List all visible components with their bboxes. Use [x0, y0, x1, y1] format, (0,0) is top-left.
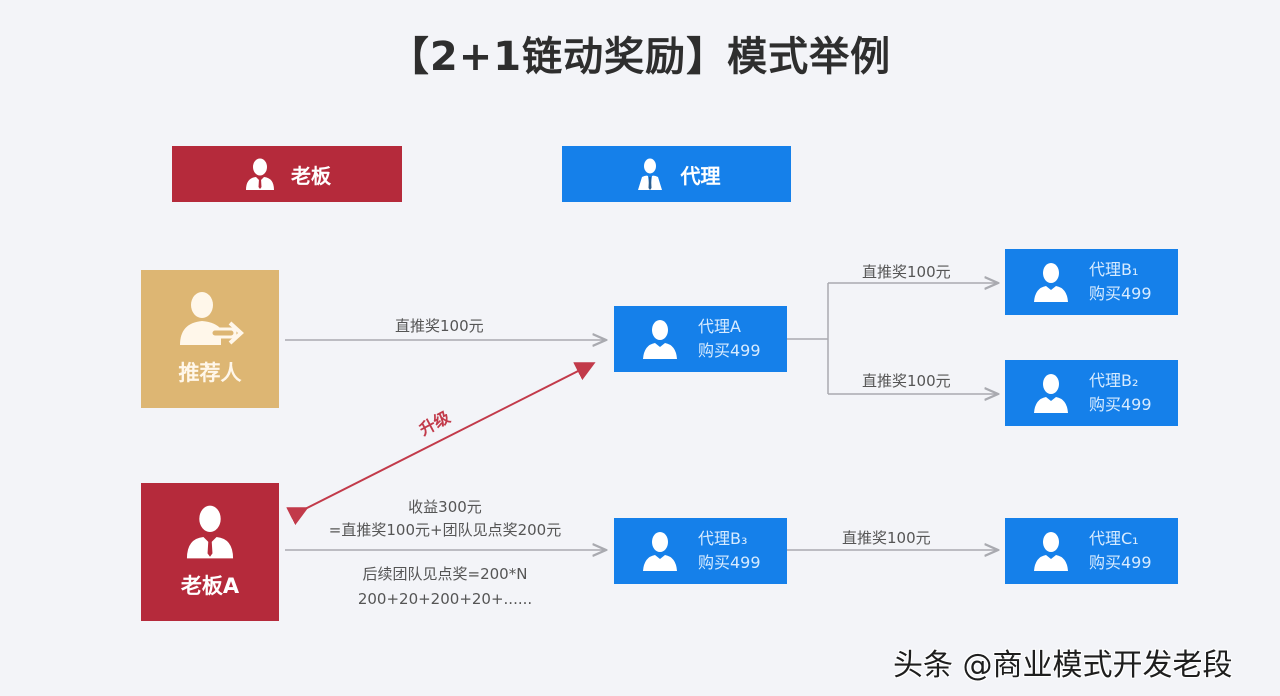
legend-agent: 代理 — [562, 146, 791, 202]
agent-purchase: 购买499 — [1089, 395, 1152, 414]
user-icon — [1034, 263, 1068, 302]
edge-label-a-to-b2: 直推奖100元 — [862, 372, 951, 390]
agent-name: 代理B₁ — [1089, 260, 1139, 279]
agent-purchase: 购买499 — [698, 341, 761, 360]
boss-icon — [186, 505, 234, 559]
user-icon — [643, 320, 677, 359]
user-icon — [1034, 374, 1068, 413]
boss-a-label: 老板A — [180, 574, 240, 598]
legend-boss-label: 老板 — [291, 163, 331, 188]
agent-name: 代理C₁ — [1089, 529, 1139, 548]
user-icon — [1034, 532, 1068, 571]
legend-agent-label: 代理 — [680, 163, 721, 188]
user-icon — [643, 532, 677, 571]
income-line-2: =直推奖100元+团队见点奖200元 — [328, 521, 562, 539]
income-line-1: 收益300元 — [408, 498, 482, 516]
legend-boss: 老板 — [172, 146, 402, 202]
agent-purchase: 购买499 — [698, 553, 761, 572]
watermark: 头条 @商业模式开发老段 — [893, 648, 1233, 683]
node-agent-b1: 代理B₁ 购买499 — [1005, 249, 1178, 315]
diagram-title: 【2+1链动奖励】模式举例 — [388, 34, 892, 80]
node-agent-a: 代理A 购买499 — [614, 306, 787, 372]
followup-line-1: 后续团队见点奖=200*N — [362, 565, 528, 583]
node-agent-c1: 代理C₁ 购买499 — [1005, 518, 1178, 584]
edge-label-a-to-b1: 直推奖100元 — [862, 263, 951, 281]
agent-purchase: 购买499 — [1089, 553, 1152, 572]
referrer-box: 推荐人 — [141, 270, 279, 408]
referrer-label: 推荐人 — [178, 361, 242, 385]
boss-a-followup: 后续团队见点奖=200*N 200+20+200+20+...... — [285, 562, 605, 612]
boss-icon — [246, 158, 274, 190]
boss-a-income: 收益300元 =直推奖100元+团队见点奖200元 — [285, 496, 605, 542]
agent-name: 代理B₂ — [1089, 371, 1139, 390]
followup-line-2: 200+20+200+20+...... — [357, 590, 533, 608]
boss-a-box: 老板A — [141, 483, 279, 621]
agent-purchase: 购买499 — [1089, 284, 1152, 303]
user-referral-icon — [180, 292, 244, 345]
agent-name: 代理A — [698, 317, 741, 336]
node-agent-b2: 代理B₂ 购买499 — [1005, 360, 1178, 426]
node-agent-b3: 代理B₃ 购买499 — [614, 518, 787, 584]
agent-name: 代理B₃ — [698, 529, 748, 548]
edge-label-b3-to-c1: 直推奖100元 — [842, 529, 931, 547]
edge-label-referrer-to-a: 直推奖100元 — [395, 317, 484, 335]
agent-icon — [637, 158, 662, 190]
